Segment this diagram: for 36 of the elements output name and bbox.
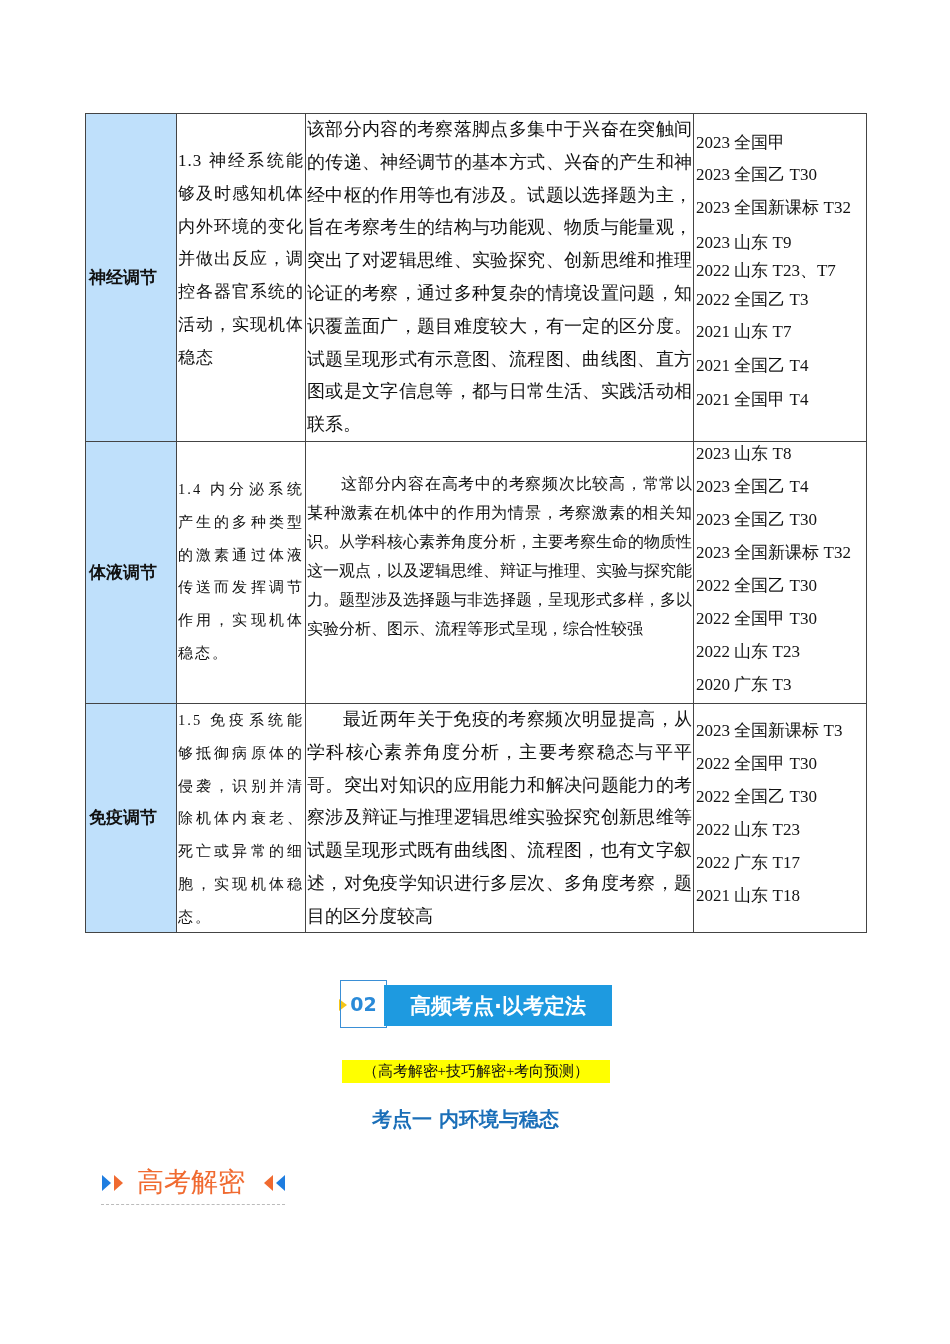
exam-reference: 2022 全国甲 T30 bbox=[696, 609, 817, 629]
subsection-heading: 高考解密 bbox=[137, 1165, 245, 1199]
row-heading: 体液调节 bbox=[84, 440, 177, 704]
exam-analysis-text: 这部分内容在高考中的考察频次比较高，常常以某种激素在机体中的作用为情景，考察激素的相关知识。从学科核心素养角度分析，主要考察生命的物质性这一观点，以及逻辑思维、辩证与推理、实验与探究能力。题型涉及选择题与非选择题，呈现形式多样，多以实验分析、图示、流程等形式呈现，综合性较强 bbox=[307, 474, 692, 639]
exam-reference: 2022 山东 T23 bbox=[696, 642, 800, 662]
exam-reference: 2023 全国甲 bbox=[696, 133, 786, 153]
exam-reference: 2021 山东 T18 bbox=[696, 886, 800, 906]
topic-description: 1.5 免疫系统能够抵御病原体的侵袭，识别并清除机体内衰老、死亡或异常的细胞，实现机体稳态。 bbox=[178, 711, 304, 927]
exam-reference: 2023 全国新课标 T32 bbox=[696, 198, 851, 218]
exam-reference: 2023 山东 T9 bbox=[696, 233, 792, 253]
exam-reference: 2022 山东 T23、T7 bbox=[696, 261, 836, 281]
exam-reference: 2022 全国甲 T30 bbox=[696, 754, 817, 774]
exam-analysis-text: 最近两年关于免疫的考察频次明显提高，从学科核心素养角度分析，主要考察稳态与平平哥。突出对知识的应用能力和解决问题能力的考察涉及辩证与推理逻辑思维实验探究创新思维等试题呈现形式既有曲线图、流程图，也有文字叙述，对免疫学知识进行多层次、多角度考察，题目的区分度较高 bbox=[307, 708, 692, 928]
exam-reference: 2021 山东 T7 bbox=[696, 322, 792, 342]
exam-reference: 2020 广东 T3 bbox=[696, 675, 792, 695]
exam-reference: 2022 全国乙 T30 bbox=[696, 787, 817, 807]
exam-reference: 2022 广东 T17 bbox=[696, 853, 800, 873]
exam-reference: 2021 全国乙 T4 bbox=[696, 356, 809, 376]
exam-reference: 2022 全国乙 T3 bbox=[696, 290, 809, 310]
exam-reference: 2023 全国乙 T4 bbox=[696, 477, 809, 497]
section-heading: 考点一 内环境与稳态 bbox=[372, 1106, 559, 1133]
exam-reference: 2023 全国乙 T30 bbox=[696, 165, 817, 185]
exam-reference: 2023 全国新课标 T32 bbox=[696, 543, 851, 563]
exam-reference: 2022 山东 T23 bbox=[696, 820, 800, 840]
exam-reference: 2021 全国甲 T4 bbox=[696, 390, 809, 410]
topic-description: 1.3 神经系统能够及时感知机体内外环境的变化并做出反应，调控各器官系统的活动，实现机体稳态 bbox=[178, 150, 304, 369]
row-heading: 免疫调节 bbox=[84, 702, 177, 933]
exam-reference: 2023 全国乙 T30 bbox=[696, 510, 817, 530]
row-heading: 神经调节 bbox=[84, 112, 177, 442]
section-title-banner: 高频考点·以考定法 bbox=[384, 985, 612, 1026]
topic-description: 1.4 内分泌系统产生的多种类型的激素通过体液传送而发挥调节作用，实现机体稳态。 bbox=[178, 480, 304, 663]
exam-reference: 2023 山东 T8 bbox=[696, 444, 792, 464]
exam-reference: 2023 全国新课标 T3 bbox=[696, 721, 843, 741]
highlighted-subtitle: （高考解密+技巧解密+考向预测） bbox=[342, 1060, 610, 1083]
exam-analysis-text: 该部分内容的考察落脚点多集中于兴奋在突触间的传递、神经调节的基本方式、兴奋的产生和神经中枢的作用等也有涉及。试题以选择题为主，旨在考察考生的结构与功能观、物质与能量观，突出了对逻辑思维、实验探究、创新思维和推理论证的考察，通过多种复杂的情境设置问题，知识覆盖面广，题目难度较大，有一定的区分度。试题呈现形式有示意图、流程图、曲线图、直方图或是文字信息等，都与日常生活、实践活动相联系。 bbox=[307, 118, 692, 437]
exam-reference: 2022 全国乙 T30 bbox=[696, 576, 817, 596]
